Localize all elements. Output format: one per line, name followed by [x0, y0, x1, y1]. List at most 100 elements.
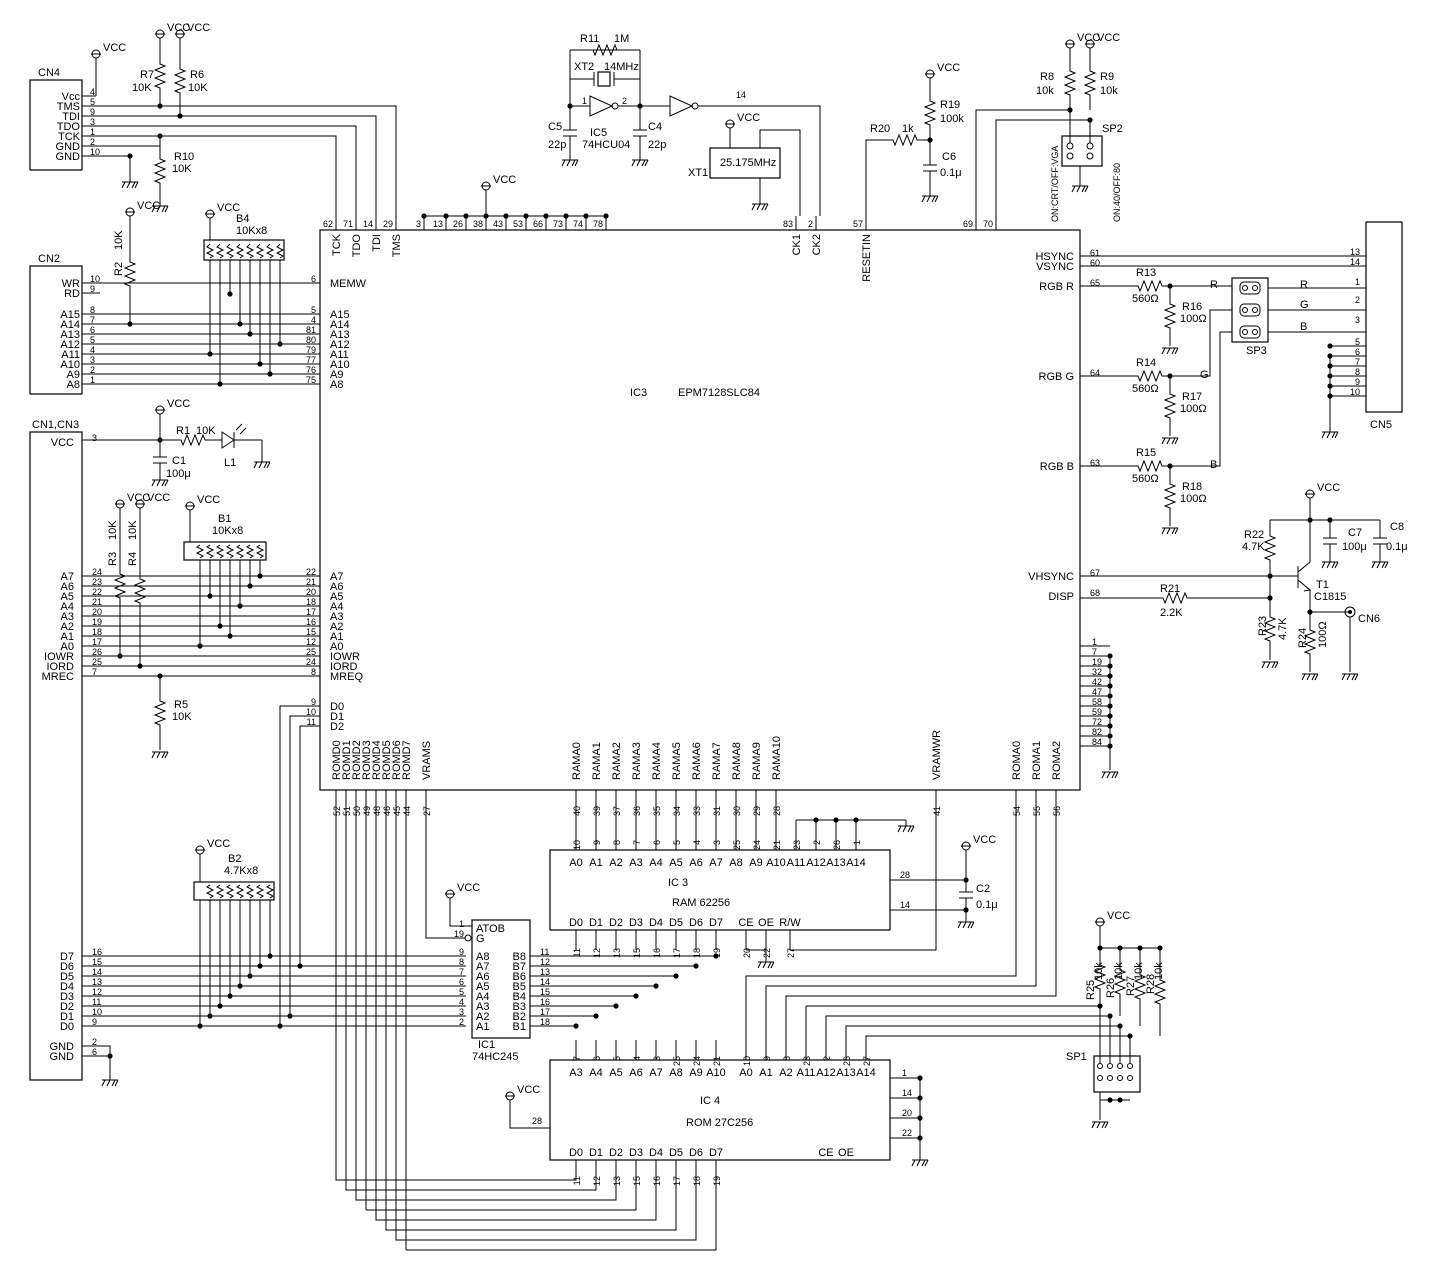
pin-number: 30 [732, 806, 742, 816]
pin-label: A4 [649, 857, 662, 869]
resistor-value: 100Ω [1180, 403, 1207, 415]
junction-dot [207, 593, 213, 599]
resistor-array-b1 [183, 541, 267, 561]
pin-number: 81 [306, 325, 316, 335]
cap-value: 0.1μ [1386, 541, 1408, 553]
resistor [1130, 369, 1170, 383]
pin-number: 27 [786, 948, 796, 958]
jumper-pin [1127, 1075, 1133, 1081]
resistor-ref: R20 [870, 123, 890, 135]
pin-number: 14 [902, 1088, 912, 1098]
junction-dot [237, 603, 243, 609]
junction-dot [673, 973, 679, 979]
pin-number: 5 [612, 1056, 622, 1061]
resistor-value: 100Ω [1180, 313, 1207, 325]
cap-ref: C4 [648, 121, 662, 133]
pin-label: A1 [330, 631, 343, 643]
pin-number: 6 [90, 325, 95, 335]
pin-label: VHSYNC [1028, 571, 1074, 583]
pin-label: ROMD5 [381, 740, 393, 780]
junction-dot [237, 321, 243, 327]
pin-number: 52 [332, 806, 342, 816]
pin-number: 1 [459, 919, 464, 929]
pin-label: DISP [1048, 591, 1074, 603]
pin-number: 69 [963, 219, 973, 229]
jumper-pin [1086, 152, 1094, 160]
pin-label: A8 [669, 1067, 682, 1079]
vcc-label: VCC [737, 112, 760, 124]
pin-number: 64 [1090, 368, 1100, 378]
resistor-value: 10k [1036, 85, 1054, 97]
connector-name: CN5 [1370, 419, 1392, 431]
pin-label: ROMD1 [341, 740, 353, 780]
connector-name: CN1,CN3 [32, 419, 79, 431]
pin-label: A11 [61, 349, 80, 361]
pin-number: 3 [90, 355, 95, 365]
transistor-arrow [1303, 585, 1312, 592]
pin-number: 27 [422, 806, 432, 816]
pin-label: D4 [649, 917, 663, 929]
pin-number: 21 [306, 577, 316, 587]
resistor-ref: R7 [140, 69, 154, 81]
junction-dot [107, 1053, 113, 1059]
pin-number: 7 [459, 967, 464, 977]
junction-dot [1107, 1013, 1113, 1019]
signal-label: G [1300, 299, 1309, 311]
resistor [113, 516, 127, 656]
pin-number: 19 [92, 617, 102, 627]
pin-number: 66 [533, 219, 543, 229]
pin-label: VSYNC [1036, 261, 1074, 273]
pin-label: B4 [513, 991, 526, 1003]
ground-symbol [1341, 673, 1359, 681]
wire [765, 804, 1037, 1040]
junction-dot [613, 1003, 619, 1009]
ground-symbol [1101, 771, 1119, 779]
junction-dot [157, 133, 163, 139]
pin-number: 48 [372, 806, 382, 816]
pin-number: 22 [902, 1128, 912, 1138]
pin-label: A12 [60, 339, 80, 351]
pin-label: A7 [61, 571, 74, 583]
chip-ref: IC3 [630, 387, 647, 399]
wire [395, 804, 697, 1241]
pin-label: D2 [60, 1001, 74, 1013]
resistor [153, 136, 167, 206]
pin-number: 46 [382, 806, 392, 816]
resistor-value: 1k [902, 123, 914, 135]
connector-name: CN4 [38, 67, 60, 79]
wire [865, 139, 880, 216]
junction-dot [503, 213, 509, 219]
ground-symbol [751, 203, 769, 211]
array-ref: B2 [228, 853, 241, 865]
pin-label: A14 [846, 857, 866, 869]
junction-dot [1107, 1097, 1113, 1103]
pin-label: D1 [330, 711, 344, 723]
pin-number: 6 [652, 840, 662, 845]
pin-number: 31 [712, 806, 722, 816]
ground-symbol [1321, 431, 1339, 439]
vcc-label: VCC [937, 62, 960, 74]
pin-label: D4 [60, 981, 74, 993]
pin-label: A13 [330, 329, 350, 341]
ground-symbol [1321, 561, 1339, 569]
pin-number: 10 [90, 147, 100, 157]
resistor-ref: R11 [580, 33, 599, 45]
pin-label: RGB B [1040, 461, 1074, 473]
pin-label: A10 [330, 359, 350, 371]
pin-label: A5 [669, 857, 682, 869]
pin-label: D2 [609, 917, 623, 929]
ground-symbol [1371, 561, 1389, 569]
pin-label: A3 [569, 1067, 582, 1079]
resistor-ref: R22 [1244, 529, 1264, 541]
pin-label: MEMW [330, 278, 367, 290]
resistor-element [235, 884, 245, 899]
wire [82, 135, 337, 216]
pin-number: 11 [307, 717, 316, 727]
pin-label: B6 [513, 971, 526, 983]
junction-dot [1127, 1033, 1133, 1039]
resistor-value: 560Ω [1132, 293, 1159, 305]
junction-dot [277, 1023, 283, 1029]
cap-value: 0.1μ [940, 167, 962, 179]
junction-dot [257, 963, 263, 969]
pin-number: 10 [92, 1007, 102, 1017]
